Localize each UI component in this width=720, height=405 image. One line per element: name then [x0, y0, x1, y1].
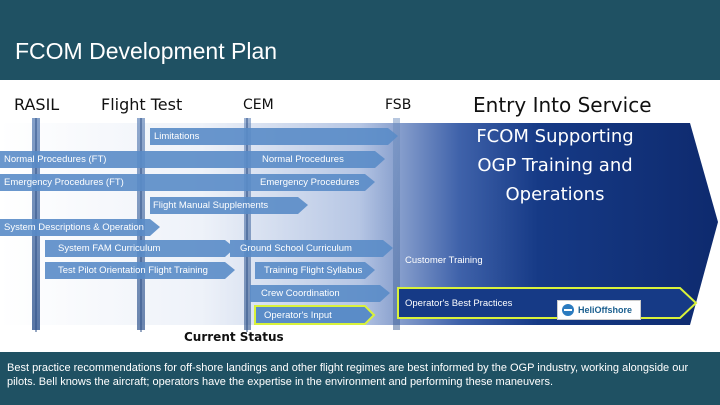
- milestone-flight-test: Flight Test: [101, 95, 183, 114]
- milestone-rasil: RASIL: [14, 95, 60, 114]
- label-test-pilot: Test Pilot Orientation Flight Training: [58, 265, 208, 276]
- page-title: FCOM Development Plan: [15, 38, 278, 64]
- bar-supplements: [150, 197, 308, 214]
- header-bar: [0, 0, 720, 80]
- label-emergency: Emergency Procedures: [260, 177, 360, 188]
- label-limitations: Limitations: [154, 131, 200, 142]
- label-ground-school: Ground School Curriculum: [240, 243, 352, 254]
- label-best-practices: Operator's Best Practices: [405, 298, 513, 309]
- milestone-fsb: FSB: [385, 97, 412, 113]
- bar-emergency-ft: [0, 174, 258, 191]
- label-customer-training: Customer Training: [405, 255, 483, 266]
- entry-into-service: Entry Into Service: [473, 93, 652, 117]
- panel-line-2: OGP Training and: [477, 155, 633, 176]
- bar-fam: [45, 240, 235, 257]
- bar-training-syllabus: [255, 262, 375, 279]
- helioffshore-logo: HeliOffshore: [557, 300, 641, 320]
- bar-emergency: [250, 174, 375, 191]
- bar-operator-input: [254, 305, 376, 325]
- label-normal-ft: Normal Procedures (FT): [4, 154, 107, 165]
- bar-system-desc: [0, 219, 160, 236]
- bar-test-pilot: [45, 262, 235, 279]
- label-crew-coord: Crew Coordination: [261, 288, 340, 299]
- panel-line-3: Operations: [505, 184, 605, 205]
- label-supplements: Flight Manual Supplements: [153, 200, 269, 211]
- footer-bar: [0, 352, 720, 405]
- bar-normal-ft: [0, 151, 258, 168]
- milestone-cem: CEM: [243, 97, 274, 113]
- label-system-desc: System Descriptions & Operation: [4, 222, 144, 233]
- label-training-syllabus: Training Flight Syllabus: [264, 265, 363, 276]
- label-emergency-ft: Emergency Procedures (FT): [4, 177, 124, 188]
- footer-text: Best practice recommendations for off-sh…: [7, 362, 689, 388]
- panel-line-1: FCOM Supporting: [476, 126, 634, 147]
- fcom-supporting-text: FCOM Supporting OGP Training and Operati…: [455, 122, 655, 209]
- bar-normal: [250, 151, 385, 168]
- bar-limitations: [150, 128, 398, 145]
- current-status-label: Current Status: [184, 330, 284, 344]
- helicopter-icon: [562, 304, 574, 316]
- milestone-column-fsb: [393, 118, 400, 330]
- label-normal: Normal Procedures: [262, 154, 344, 165]
- bar-crew-coord: [250, 285, 390, 302]
- bar-ground-school: [230, 240, 393, 257]
- logo-text: HeliOffshore: [578, 305, 633, 315]
- label-operator-input: Operator's Input: [264, 310, 332, 321]
- label-fam: System FAM Curriculum: [58, 243, 161, 254]
